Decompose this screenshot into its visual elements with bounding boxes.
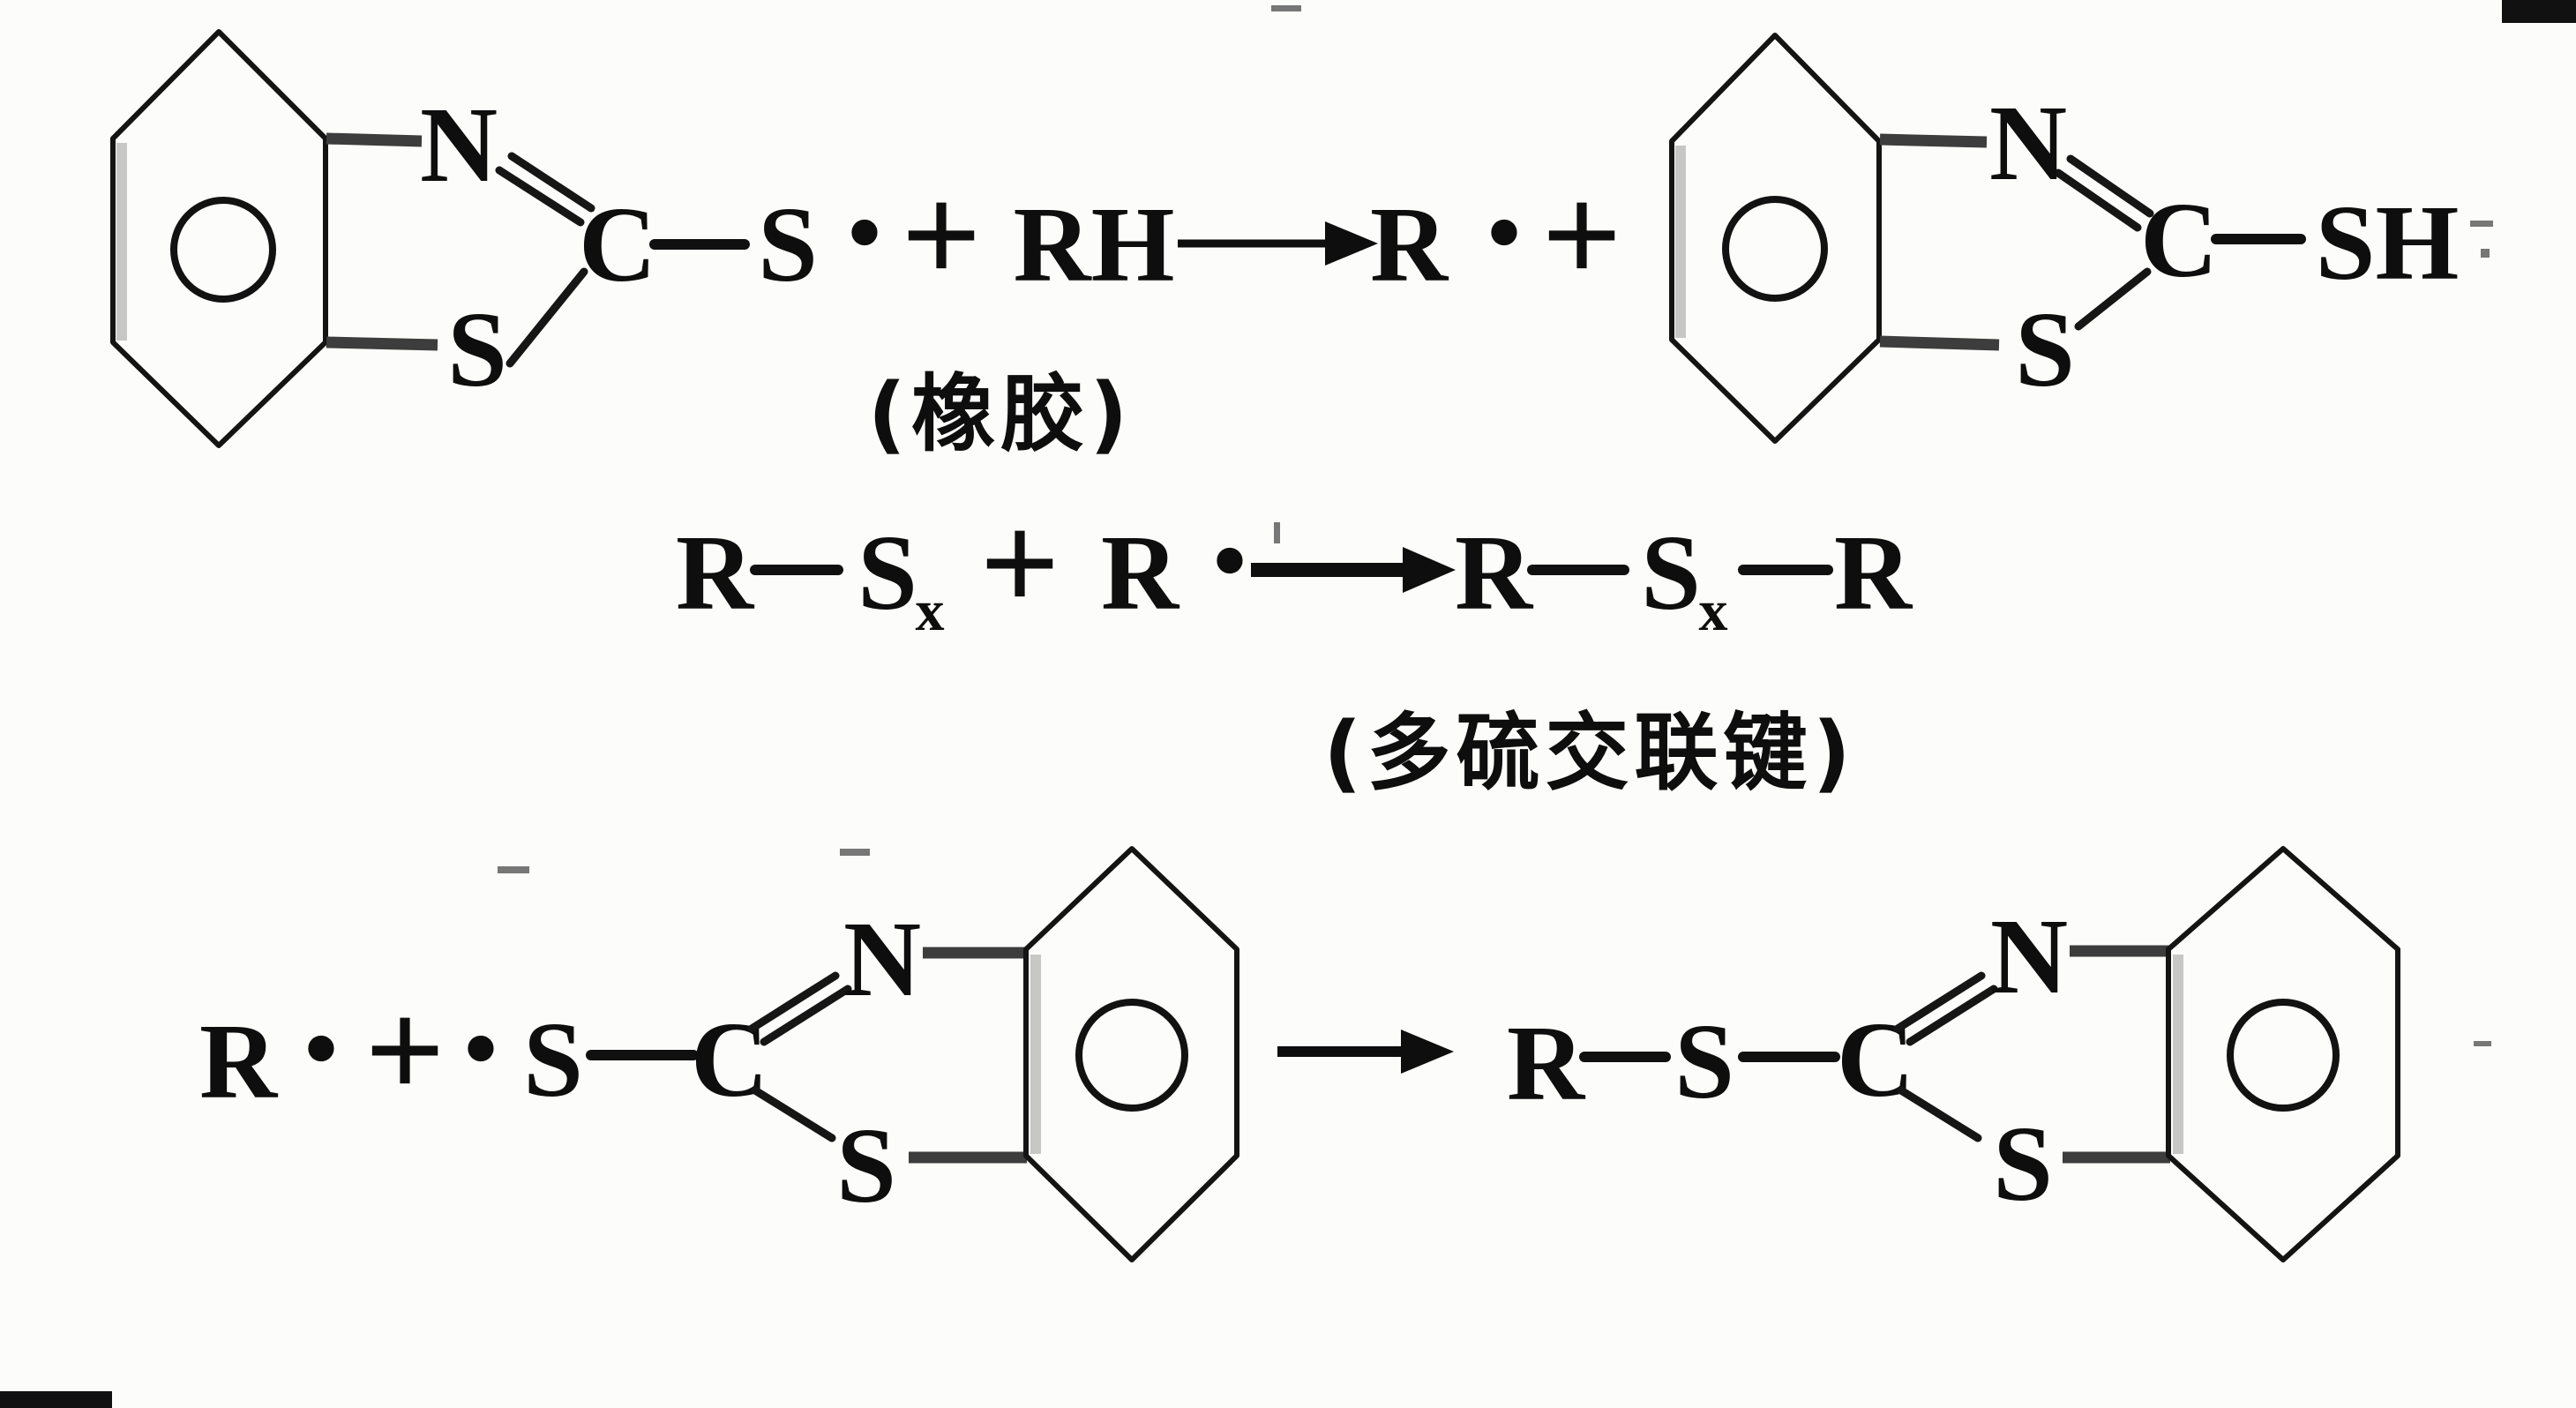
- scan-artifact-dash-3: [2470, 221, 2493, 227]
- scan-artifact-dash-4: [2474, 1041, 2491, 1046]
- ring1-s-label: S: [447, 290, 507, 409]
- ring1-thiyl-s-label: S: [758, 185, 818, 304]
- r-radical-label: R: [1370, 185, 1449, 304]
- bond-s1-c1: [505, 267, 588, 368]
- rx3-product-r-label: R: [1507, 1004, 1586, 1123]
- rx2-r2-label: R: [1101, 513, 1180, 633]
- ring4-s-label: S: [1993, 1105, 2053, 1224]
- double-bond-c3-n3-b: [760, 985, 852, 1046]
- rx3-r-label: R: [199, 1002, 279, 1121]
- benzene-ring-3: [1023, 846, 1239, 1262]
- bond-ring1-to-n: [326, 132, 423, 147]
- radical-dot-2: ·: [1478, 144, 1531, 319]
- bond-ring2-to-n: [1879, 133, 1988, 148]
- bond-c3-s3: [751, 1086, 836, 1142]
- scan-smudge-ring2: [1675, 146, 1686, 338]
- scan-smudge-ring4: [2173, 955, 2183, 1154]
- plus-sign-2: +: [1541, 156, 1621, 313]
- ring2-s-label: S: [2015, 290, 2075, 409]
- scan-artifact-top-right: [2502, 0, 2576, 23]
- ring2-c-label: C: [2140, 181, 2218, 300]
- ring2-sh-label: SH: [2316, 183, 2460, 303]
- double-bond-n1-c1-a: [495, 166, 585, 227]
- rx2-product-r2-label: R: [1834, 513, 1913, 633]
- reaction-arrow-2-head: [1403, 547, 1456, 593]
- bond-s2-c2: [2074, 267, 2152, 331]
- rx3-r-radical-dot: ·: [295, 960, 348, 1135]
- scan-artifact-dash-1: [498, 866, 529, 873]
- rubber-annotation: (橡胶): [868, 366, 1134, 463]
- rx2-s1-subscript: x: [916, 579, 945, 643]
- rx2-r1-label: R: [676, 513, 755, 633]
- scan-smudge-ring3: [1030, 955, 1041, 1154]
- rx2-radical-dot: ·: [1203, 472, 1256, 648]
- double-bond-c3-n3-a: [747, 971, 840, 1033]
- double-bond-c4-n4-a: [1893, 971, 1986, 1033]
- reaction-arrow-1-head: [1325, 221, 1378, 266]
- ring1-n-label: N: [420, 86, 498, 205]
- bond-ring1-to-s: [326, 336, 438, 351]
- aromatic-circle-1: [170, 197, 276, 303]
- ring3-n-label: N: [843, 900, 921, 1019]
- rx2-product-r1-label: R: [1455, 513, 1534, 633]
- rx2-product-s-subscript: x: [1699, 579, 1728, 643]
- double-bond-n2-c2-a: [2054, 169, 2142, 232]
- scan-artifact-top-dash: [1271, 5, 1301, 11]
- aromatic-circle-3: [1075, 999, 1188, 1112]
- crosslink-annotation: (多硫交联键): [1323, 705, 1856, 802]
- benzene-ring-1: [110, 29, 328, 448]
- aromatic-circle-2: [1722, 196, 1828, 302]
- rx3-s-radical-dot: ·: [454, 960, 507, 1135]
- aromatic-circle-4: [2227, 999, 2340, 1112]
- ring3-s-label: S: [836, 1106, 896, 1225]
- scan-artifact-tick: [1274, 522, 1280, 543]
- benzene-ring-4: [2166, 846, 2400, 1262]
- rh-label: RH: [1014, 185, 1175, 304]
- rx2-s1-label: S: [857, 513, 917, 633]
- scan-artifact-bottom-left: [0, 1391, 112, 1408]
- bond-c4-s4: [1897, 1086, 1982, 1142]
- ring2-n-label: N: [1989, 84, 2067, 203]
- rx3-c-label: C: [691, 1000, 768, 1120]
- reaction-arrow-3-head: [1401, 1030, 1454, 1074]
- rx2-plus-sign: +: [979, 484, 1060, 641]
- benzene-ring-2: [1669, 33, 1882, 444]
- rx3-product-c-label: C: [1837, 1000, 1914, 1120]
- double-bond-n1-c1-b: [507, 152, 595, 213]
- scan-artifact-dot: [2481, 249, 2490, 258]
- double-bond-n2-c2-b: [2066, 154, 2154, 218]
- ring1-c-label: C: [579, 185, 656, 304]
- plus-sign-1: +: [901, 156, 981, 313]
- rx3-s-label: S: [523, 1000, 583, 1120]
- radical-dot-1: ·: [838, 144, 891, 319]
- rx3-plus-sign: +: [364, 971, 445, 1128]
- bond-ring2-to-s: [1879, 335, 2000, 351]
- double-bond-c4-n4-b: [1906, 985, 1998, 1046]
- rx3-product-s-label: S: [1674, 1002, 1734, 1121]
- ring4-n-label: N: [1990, 897, 2068, 1016]
- scan-artifact-dash-2: [840, 849, 870, 856]
- rx2-product-s-label: S: [1641, 513, 1701, 633]
- scan-smudge-ring1: [116, 143, 127, 341]
